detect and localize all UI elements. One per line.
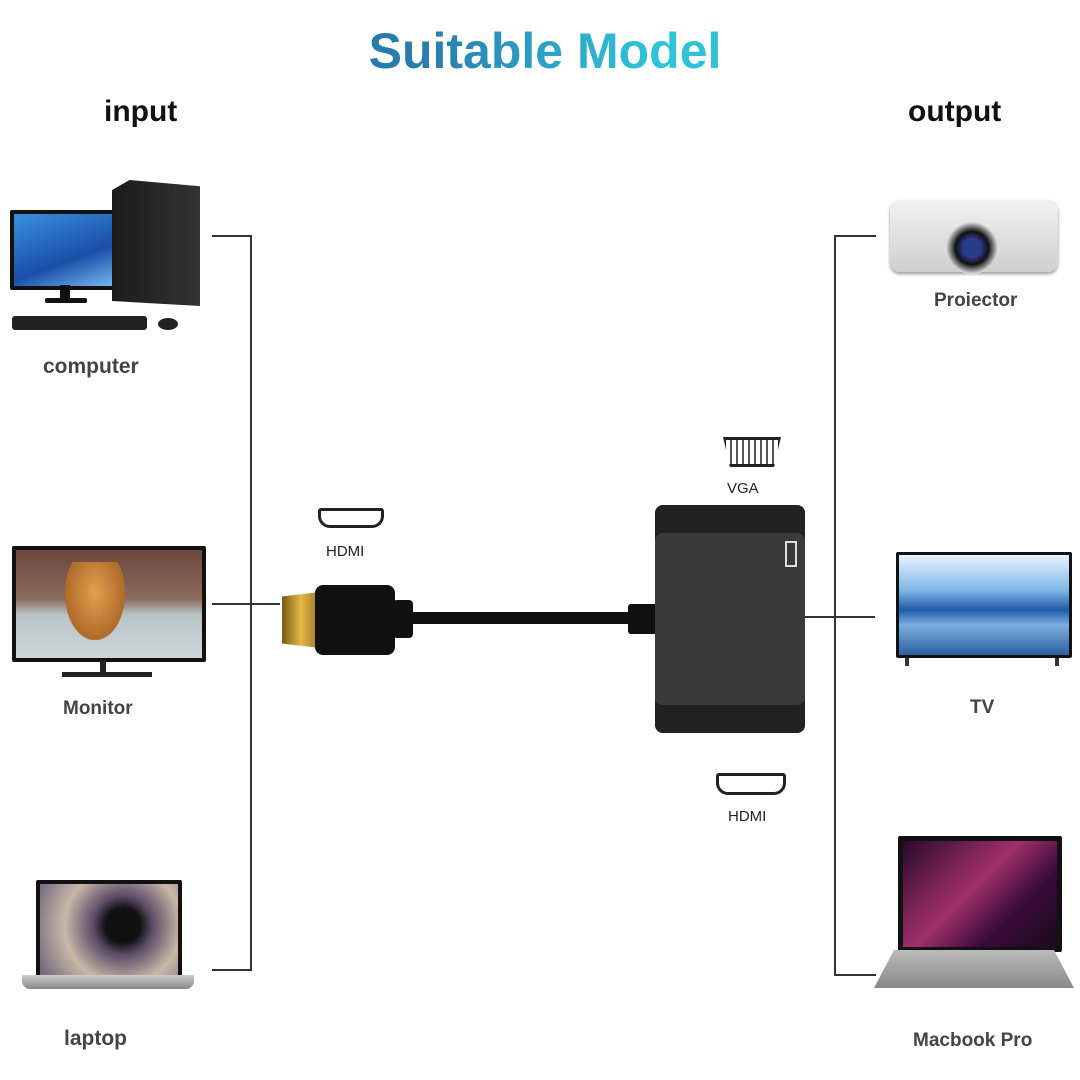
vga-label: VGA — [727, 480, 759, 497]
device-label-monitor: Monitor — [63, 698, 133, 719]
device-label-tv: TV — [970, 697, 995, 718]
device-label-laptop: laptop — [64, 1027, 127, 1050]
hdmi-port-icon-input — [318, 508, 384, 528]
hdmi-output-label: HDMI — [728, 808, 767, 825]
vga-port-mark-icon — [785, 541, 797, 567]
hdmi-input-label: HDMI — [326, 543, 365, 560]
adapter-body — [655, 505, 805, 733]
device-label-computer: computer — [43, 355, 139, 378]
device-label-projector: Proiector — [934, 290, 1018, 311]
output-heading: output — [908, 95, 1002, 128]
hdmi-port-icon-output — [716, 773, 786, 795]
vga-port-icon — [723, 437, 781, 467]
device-label-macbook-pro: Macbook Pro — [913, 1030, 1033, 1051]
input-heading: input — [104, 95, 178, 128]
page-title: Suitable Model — [0, 22, 1080, 80]
